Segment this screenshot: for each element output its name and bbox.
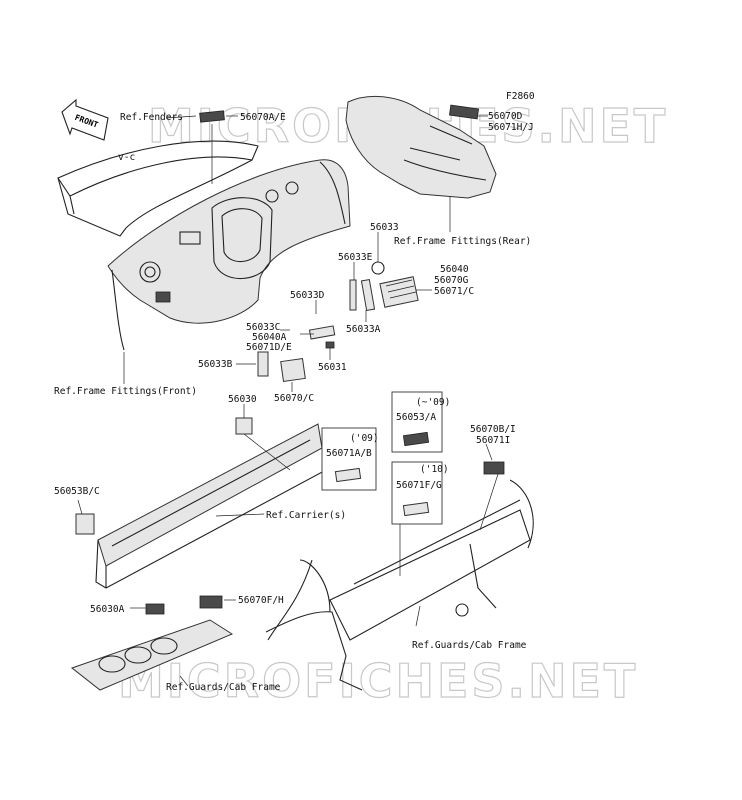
label-year-to09: (~'09) [416, 397, 450, 408]
cab-frame-part [265, 461, 534, 691]
label-year-09: ('09) [350, 433, 379, 444]
decal-56040A [308, 325, 336, 340]
label-56071AB: 56071A/B [326, 448, 372, 459]
label-56033C: 56033C [246, 322, 280, 333]
label-56053BC: 56053B/C [54, 486, 100, 497]
decal-56070C [280, 358, 306, 382]
part-56031 [325, 341, 335, 349]
label-56030: 56030 [228, 394, 257, 405]
label-56071DE: 56071D/E [246, 342, 292, 353]
label-56033B: 56033B [198, 359, 233, 370]
instrument-panel-part [107, 159, 351, 351]
floor-plate-part [70, 595, 234, 691]
part-56033-ring [371, 261, 385, 275]
label-56033A: 56033A [346, 324, 381, 335]
label-56033: 56033 [370, 222, 399, 233]
inset-box-10 [391, 461, 443, 525]
label-56040: 56040 [440, 264, 469, 275]
label-ref-frame-front: Ref.Frame Fittings(Front) [54, 386, 197, 397]
leader-lines [77, 115, 499, 687]
decal-56070BI [483, 461, 505, 475]
rear-frame-fitting-part [345, 96, 497, 199]
label-56070AE: 56070A/E [240, 112, 286, 123]
part-56033A [360, 278, 376, 312]
label-56070D: 56070D [488, 111, 523, 122]
label-ref-frame-rear: Ref.Frame Fittings(Rear) [394, 236, 531, 247]
label-56030A: 56030A [90, 604, 125, 615]
label-ref-fenders: Ref.Fenders [120, 112, 183, 123]
label-56033E: 56033E [338, 252, 373, 263]
decal-56040-group [379, 276, 419, 308]
label-ref-carrier: Ref.Carrier(s) [266, 510, 346, 521]
decal-56030 [235, 417, 253, 435]
label-56070BI: 56070B/I [470, 424, 516, 435]
label-56071FG: 56071F/G [396, 480, 442, 491]
label-56033D: 56033D [290, 290, 325, 301]
label-56071I: 56071I [476, 435, 510, 446]
front-arrow-icon: FRONT [61, 98, 109, 141]
decal-56070FH [199, 595, 223, 609]
label-56031: 56031 [318, 362, 347, 373]
part-56033B [257, 351, 269, 377]
svg-text:v-c: v-c [118, 152, 135, 163]
label-56071HJ: 56071H/J [488, 122, 534, 133]
label-56070C: 56070/C [274, 393, 314, 404]
dash-cover-part: v-c [57, 140, 259, 237]
label-56070FH: 56070F/H [238, 595, 284, 606]
decal-56053BC [75, 513, 95, 535]
watermark-bottom: MICROFICHES.NET [118, 654, 638, 708]
label-56071C: 56071/C [434, 286, 474, 297]
figure-code: F2860 [506, 91, 535, 102]
label-56070G: 56070G [434, 275, 469, 286]
part-56033E [349, 279, 357, 311]
label-56040A: 56040A [252, 332, 287, 343]
decal-56030A [145, 603, 165, 615]
label-year-10: ('10) [420, 464, 449, 475]
label-56053A: 56053/A [396, 412, 436, 423]
inset-box-09 [321, 427, 377, 491]
carrier-panel-part [75, 417, 327, 589]
label-ref-guards-right: Ref.Guards/Cab Frame [412, 640, 527, 651]
inset-box-to09 [391, 391, 443, 453]
label-ref-guards-bottom: Ref.Guards/Cab Frame [166, 682, 281, 693]
decal-56070AE [199, 110, 225, 123]
